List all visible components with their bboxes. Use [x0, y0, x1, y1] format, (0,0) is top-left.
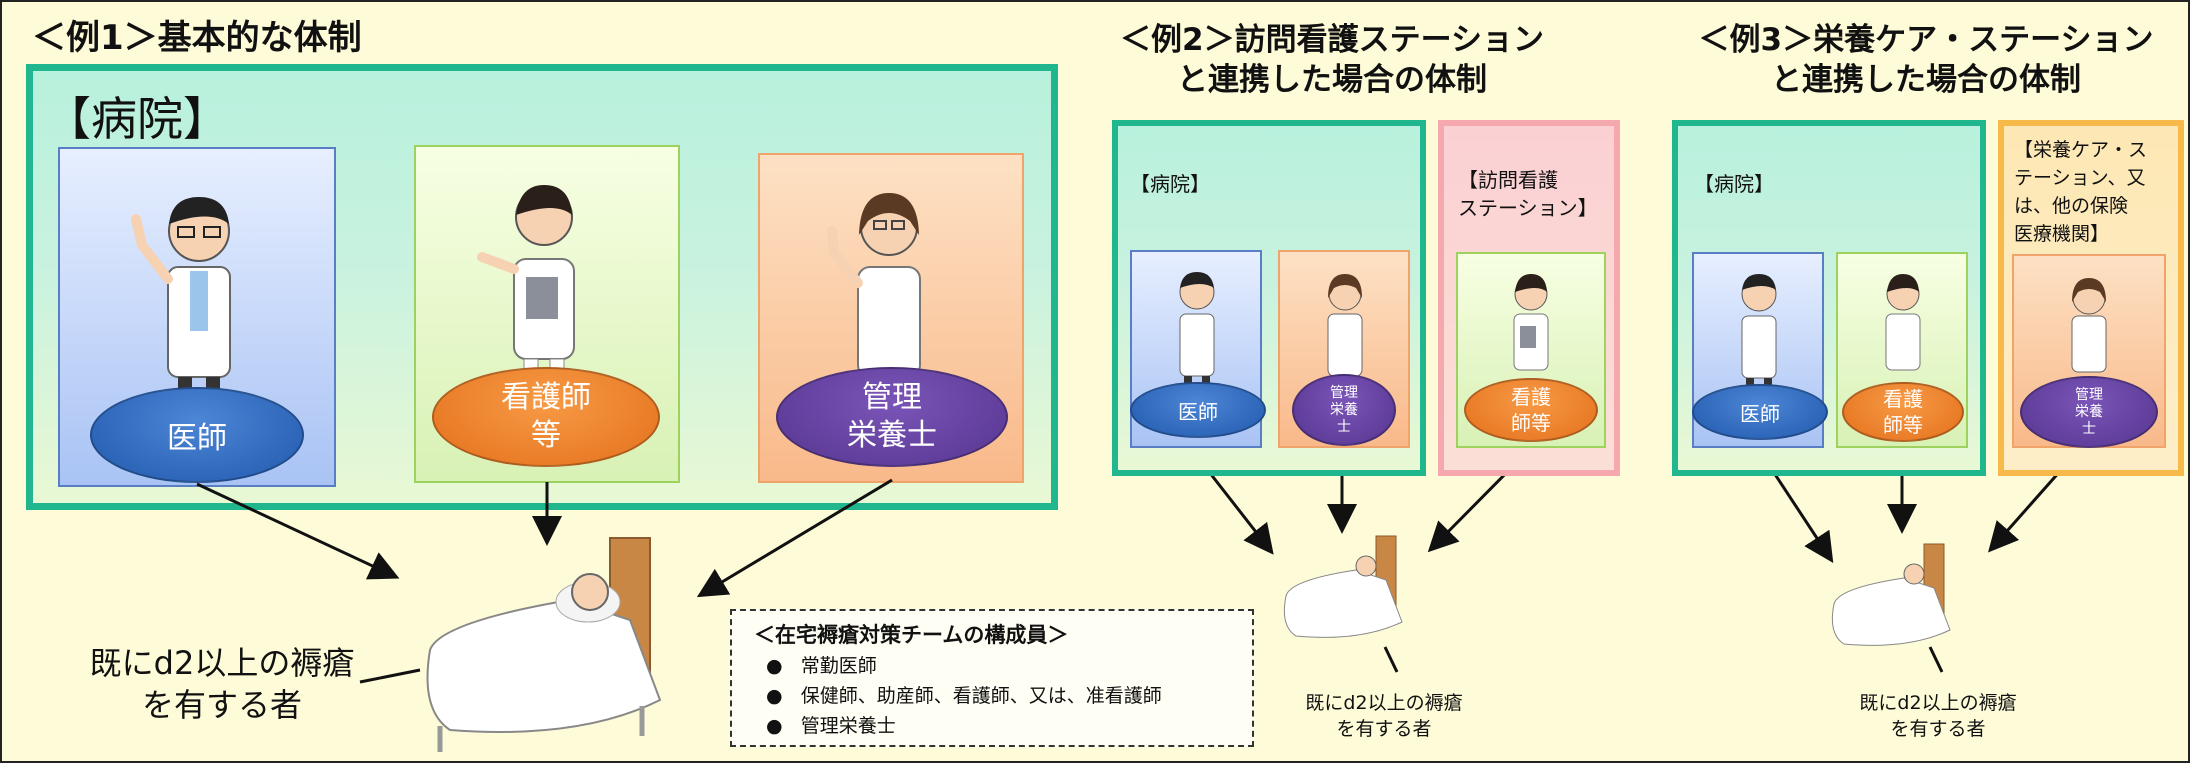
team-members-box: ＜在宅褥瘡対策チームの構成員＞ ● 常勤医師 ● 保健師、助産師、看護師、又は、… — [730, 609, 1254, 747]
patient1-pointer — [359, 668, 421, 684]
patient1-label: 既にd2以上の褥瘡 を有する者 — [89, 644, 355, 724]
example2-nurse-oval: 看護 師等 — [1464, 378, 1598, 442]
dietitian-figure-icon — [2071, 278, 2107, 373]
dietitian-role-oval: 管理 栄養士 — [776, 367, 1008, 467]
arrow-doctor-to-patient — [196, 482, 400, 580]
example1-title: ＜例1＞基本的な体制 — [32, 18, 362, 58]
team-members-title: ＜在宅褥瘡対策チームの構成員＞ — [754, 623, 1069, 647]
nurse-figure-icon — [477, 185, 575, 410]
team-member-item: ● 保健師、助産師、看護師、又は、准看護師 — [766, 685, 1162, 707]
example3-nurse-oval: 看護 師等 — [1842, 382, 1964, 442]
dietitian-figure-icon — [827, 193, 921, 378]
example2-partner-label: 【訪問看護 ステーション】 — [1458, 168, 1598, 220]
team-member-item: ● 常勤医師 — [766, 655, 877, 677]
patient-bed-icon — [426, 537, 662, 752]
example3-partner-label: 【栄養ケア・ス テーション、又 は、他の保険 医療機関】 — [2014, 139, 2148, 245]
example2-patient-bed-icon — [1283, 535, 1403, 638]
example2-title: ＜例2＞訪問看護ステーション と連携した場合の体制 — [1120, 22, 1544, 98]
example1-hospital-label: 【病院】 — [45, 92, 229, 146]
nurse-figure-icon — [1885, 274, 1921, 371]
example3-patient-label: 既にd2以上の褥瘡 を有する者 — [1859, 692, 2017, 740]
bullet-icon: ● — [766, 655, 783, 677]
bullet-icon: ● — [766, 715, 783, 737]
example3-doctor-oval: 医師 — [1692, 384, 1828, 440]
doctor-role-oval: 医師 — [90, 387, 304, 483]
nurse-role-oval: 看護師 等 — [432, 367, 660, 467]
example2-hospital-label: 【病院】 — [1130, 172, 1210, 196]
example3-dietitian-oval: 管理 栄養 士 — [2020, 376, 2158, 448]
example3-patient-bed-icon — [1831, 543, 1951, 646]
nurse-figure-icon — [1513, 274, 1549, 371]
example3-hospital-label: 【病院】 — [1694, 172, 1774, 196]
example2-dietitian-oval: 管理 栄養 士 — [1292, 374, 1396, 446]
example2-doctor-oval: 医師 — [1130, 382, 1266, 438]
example3-title: ＜例3＞栄養ケア・ステーション と連携した場合の体制 — [1698, 22, 2154, 98]
team-member-list: ● 常勤医師 ● 保健師、助産師、看護師、又は、准看護師 ● 管理栄養士 — [766, 651, 1162, 741]
team-member-item: ● 管理栄養士 — [766, 715, 896, 737]
arrow-dietitian-to-patient — [696, 478, 893, 598]
example2-patient-label: 既にd2以上の褥瘡 を有する者 — [1305, 692, 1463, 740]
bullet-icon: ● — [766, 685, 783, 707]
